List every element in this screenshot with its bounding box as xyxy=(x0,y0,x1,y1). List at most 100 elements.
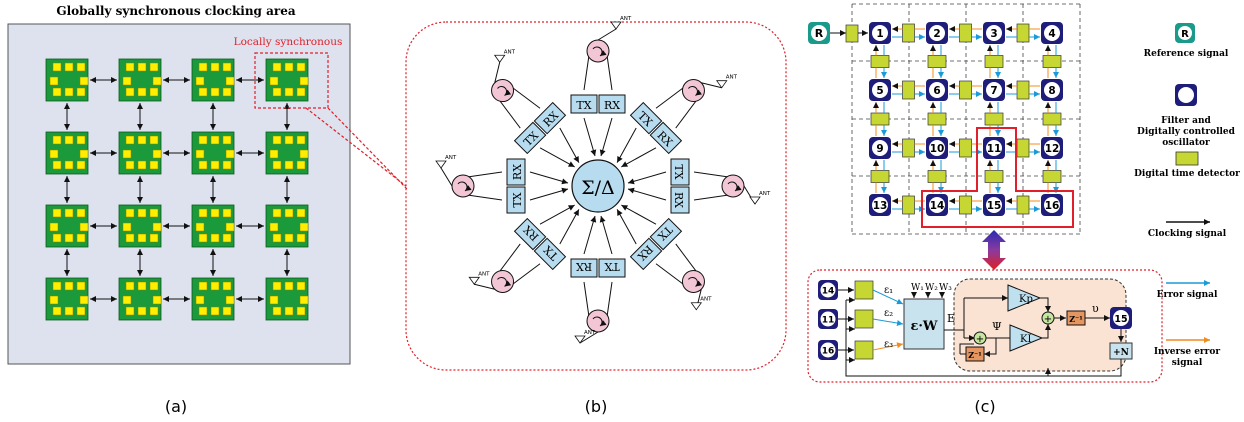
chip xyxy=(118,204,162,248)
time-detector xyxy=(1042,112,1062,126)
time-detector xyxy=(959,23,972,43)
chip-pad xyxy=(64,62,74,72)
svg-text:+: + xyxy=(1044,314,1052,325)
legend-filter-line-1: Filter and xyxy=(1161,116,1211,126)
dco-node: 8 xyxy=(1041,79,1063,101)
tx-block: TX xyxy=(629,101,663,135)
chip-pad xyxy=(222,87,232,97)
chip-pad xyxy=(198,87,208,97)
antenna-icon: ANT xyxy=(610,16,632,30)
weight-w1: W₁ xyxy=(911,283,924,293)
antenna-label: ANT xyxy=(504,49,516,55)
chip-pad xyxy=(76,87,86,97)
zoom-double-arrow xyxy=(982,230,1006,270)
chip-pad xyxy=(296,208,306,218)
chip-pad xyxy=(195,222,205,232)
chip-pad xyxy=(299,149,309,159)
chip-pad xyxy=(137,135,147,145)
psi-label: Ψ xyxy=(992,320,1002,333)
epsilon-w-block xyxy=(903,298,945,350)
legend-clocking: Clocking signal xyxy=(1148,219,1227,239)
antenna-icon: ANT xyxy=(574,330,596,344)
panel-a-title: Globally synchronous clocking area xyxy=(56,4,296,18)
antenna-icon: ANT xyxy=(493,49,516,63)
circulator xyxy=(681,79,722,103)
tx-block: TX xyxy=(598,258,626,278)
svg-text:+: + xyxy=(976,334,984,345)
caption-b: (b) xyxy=(585,397,608,416)
caption-a: (a) xyxy=(165,397,187,416)
chip-pad xyxy=(149,62,159,72)
tx-rx-label: RX xyxy=(576,260,592,273)
chip-pad xyxy=(52,306,62,316)
antenna-label: ANT xyxy=(700,297,712,303)
chip-pad xyxy=(64,208,74,218)
chip-pad xyxy=(122,149,132,159)
legend-ref-icon-label: R xyxy=(1181,29,1189,40)
chip-pad xyxy=(296,160,306,170)
chip-pad xyxy=(137,87,147,97)
legend-filter-dco: Filter and Digitally controlled oscillat… xyxy=(1137,84,1236,148)
chip-pad xyxy=(198,62,208,72)
time-detector xyxy=(984,55,1004,68)
dco-node: 9 xyxy=(869,137,891,159)
e-label: E xyxy=(947,312,955,325)
dco-node: 4 xyxy=(1041,22,1063,44)
legend-reference: R Reference signal xyxy=(1144,23,1229,59)
time-detector xyxy=(902,138,915,158)
antenna-label: ANT xyxy=(584,330,596,336)
tx-block: TX xyxy=(649,217,683,251)
chip-pad xyxy=(272,233,282,243)
antenna-label: ANT xyxy=(445,155,457,161)
local-label: Locally synchronous xyxy=(234,36,343,48)
chip-pad xyxy=(137,306,147,316)
time-detector xyxy=(927,170,947,183)
time-detector xyxy=(927,55,947,68)
chip-pad xyxy=(284,281,294,291)
legend-inverse-line-2: signal xyxy=(1172,358,1203,368)
chip-pad xyxy=(79,295,89,305)
transceiver-border xyxy=(405,21,787,371)
circulator xyxy=(474,269,515,293)
antenna-icon: ANT xyxy=(435,155,457,169)
chip-pad xyxy=(125,87,135,97)
chip-pad xyxy=(64,306,74,316)
chip xyxy=(118,131,162,175)
chip-pad xyxy=(76,306,86,316)
chip xyxy=(45,58,89,102)
chip-pad xyxy=(210,281,220,291)
legend: R Reference signal Filter and Digitally … xyxy=(1134,23,1240,368)
time-detector xyxy=(1042,170,1062,183)
legend-inverse-line-1: Inverse error xyxy=(1154,347,1221,357)
chip-pad xyxy=(122,222,132,232)
chip-pad xyxy=(122,76,132,86)
antenna-label: ANT xyxy=(620,16,632,22)
inset-input-label: 11 xyxy=(822,316,835,326)
time-detector xyxy=(902,23,915,43)
rx-block: RX xyxy=(649,121,683,155)
highlight-region xyxy=(921,127,1074,228)
dco-node: 7 xyxy=(983,79,1005,101)
inset-border xyxy=(807,269,1163,383)
chip-pad xyxy=(52,135,62,145)
rx-block: RX xyxy=(670,186,690,214)
chip-pad xyxy=(149,208,159,218)
circulator xyxy=(586,28,617,63)
chip-pad xyxy=(152,295,162,305)
tx-rx-label: RX xyxy=(511,164,524,180)
tx-rx-label: TX xyxy=(672,164,685,179)
chip-pad xyxy=(149,160,159,170)
legend-filter-line-2: Digitally controlled xyxy=(1137,127,1236,137)
chip-pad xyxy=(284,135,294,145)
dco-node: 3 xyxy=(983,22,1005,44)
time-detector xyxy=(1042,55,1062,68)
chip-pad xyxy=(198,281,208,291)
chip-pad xyxy=(284,160,294,170)
chip-pad xyxy=(137,208,147,218)
chip-pad xyxy=(272,135,282,145)
panel-a: Globally synchronous clocking area Local… xyxy=(7,4,351,416)
time-detector xyxy=(870,112,890,126)
